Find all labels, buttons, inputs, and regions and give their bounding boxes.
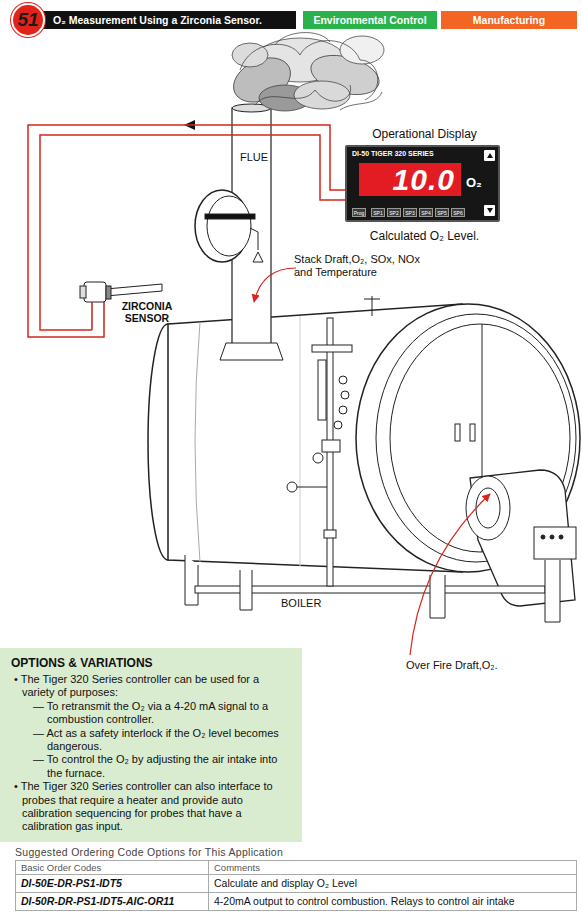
panel-heading: Operational Display <box>347 127 502 141</box>
signal-wire <box>28 125 345 337</box>
model-name: DI-50 TIGER 320 SERIES <box>352 150 472 157</box>
table-header: Comments <box>208 860 577 875</box>
button-label: SP6 <box>451 208 465 217</box>
category-tag: Environmental Control <box>303 11 437 29</box>
table-title: Suggested Ordering Code Options for This… <box>15 846 575 858</box>
table-cell: Calculate and display O₂ Level <box>208 874 577 893</box>
panel-meter: Operational DisplayDI-50 TIGER 320 SERIE… <box>345 145 500 222</box>
panel-caption: Calculated O₂ Level. <box>347 229 502 243</box>
down-arrow <box>487 208 493 213</box>
part-label: FLUE <box>236 151 272 163</box>
category-tag: Manufacturing <box>441 11 577 29</box>
button-label: Prog <box>352 208 366 217</box>
bullet-text: • The Tiger 320 Series controller can al… <box>11 780 294 834</box>
sensor-label: ZIRCONIA SENSOR <box>114 300 180 324</box>
boiler-frame <box>185 555 560 622</box>
callout-text: Over Fire Draft,O₂. <box>406 659 566 671</box>
table-cell: DI-50R-DR-PS1-IDT5-AIC-OR11 <box>15 892 209 911</box>
button-label: SP2 <box>387 208 401 217</box>
table-cell: DI-50E-DR-PS1-IDT5 <box>15 874 209 893</box>
water-column <box>287 296 380 586</box>
zirconia-sensor: ZIRCONIA SENSOR <box>82 282 178 330</box>
bullet-text: • The Tiger 320 Series controller can be… <box>11 673 294 700</box>
callout-text: Stack Draft,O₂, SOx, NOx and Temperature <box>294 253 434 279</box>
button-label: SP1 <box>371 208 385 217</box>
smoke-plume <box>226 33 384 111</box>
callout-badge: 51 <box>11 3 45 37</box>
options-box: OPTIONS & VARIATIONS • The Tiger 320 Seri… <box>0 648 302 842</box>
signal-wire <box>40 135 347 330</box>
table-header: Basic Order Codes <box>15 860 209 875</box>
flow-arrowhead <box>184 120 195 130</box>
button-label: SP4 <box>419 208 433 217</box>
button-label: SP5 <box>435 208 449 217</box>
display-reading: 10.0 <box>359 163 461 196</box>
callout-number: 51 <box>13 5 43 35</box>
sub-bullet-text: — To retransmit the O₂ via a 4-20 mA sig… <box>11 700 294 727</box>
part-label: BOILER <box>281 597 341 609</box>
tag-text: Manufacturing <box>441 11 577 29</box>
draft-regulator <box>195 190 263 262</box>
table-cell: 4-20mA output to control combustion. Rel… <box>208 892 577 911</box>
sub-bullet-text: — Act as a safety interlock if the O₂ le… <box>11 727 294 754</box>
box-heading: OPTIONS & VARIATIONS <box>11 656 294 670</box>
button-label: SP3 <box>403 208 417 217</box>
title-band: O₂ Measurement Using a Zirconia Sensor. <box>35 11 296 29</box>
unit-label: O₂ <box>466 175 486 190</box>
up-arrow <box>487 153 493 158</box>
tag-text: Environmental Control <box>303 11 437 29</box>
leader-line <box>410 494 490 655</box>
leader-line <box>254 268 296 302</box>
sub-bullet-text: — To control the O₂ by adjusting the air… <box>11 753 294 780</box>
